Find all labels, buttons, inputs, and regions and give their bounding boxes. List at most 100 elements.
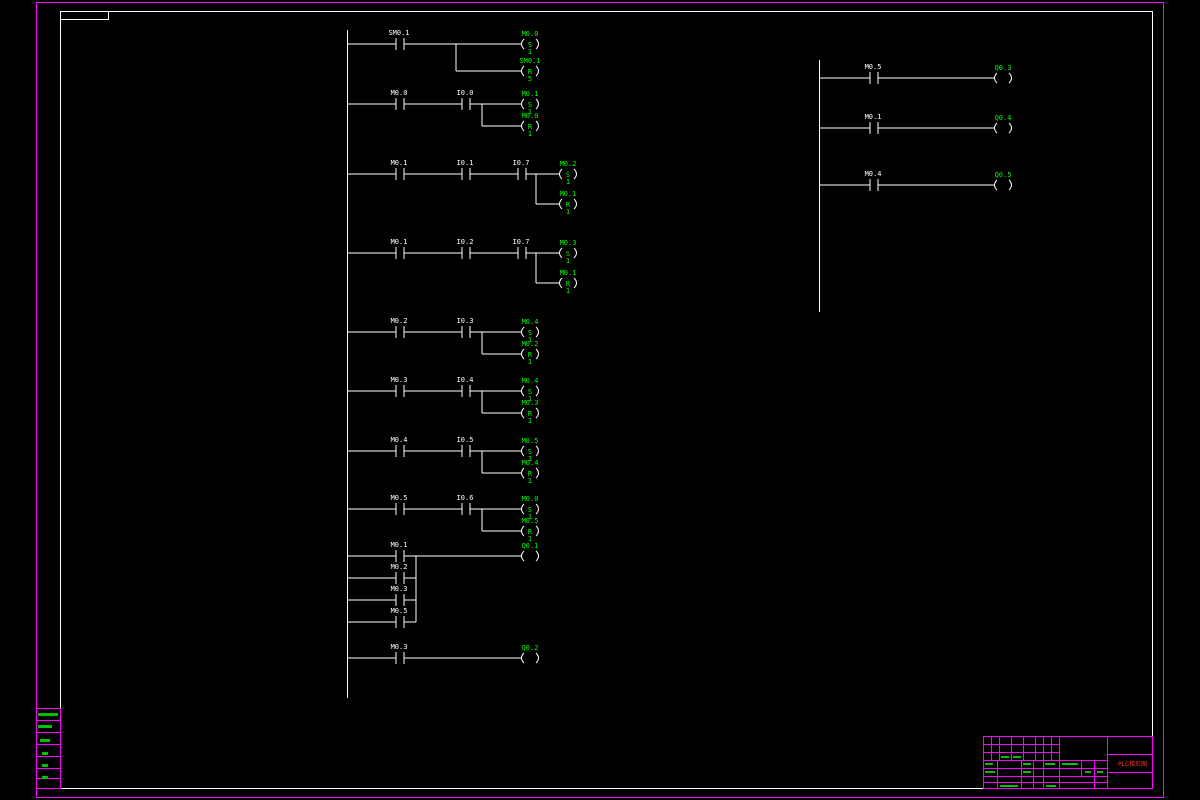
- coil-arc-left: [559, 277, 563, 289]
- coil-M0.1: [559, 277, 577, 289]
- coil-arc-right: [535, 348, 539, 360]
- coil-count: 1: [528, 130, 532, 138]
- coil-arc-left: [521, 652, 525, 664]
- coil-Q0.1: [521, 550, 539, 562]
- coil-arc-left: [521, 550, 525, 562]
- coil-arc-right: [535, 385, 539, 397]
- coil-arc-left: [521, 326, 525, 338]
- coil-arc-right: [535, 120, 539, 132]
- coil-arc-left: [559, 198, 563, 210]
- coil-count: 1: [566, 257, 570, 265]
- coil-address: M0.2: [560, 160, 577, 168]
- coil-M0.0: [521, 120, 539, 132]
- coil-count: 1: [528, 336, 532, 344]
- coil-arc-right: [573, 277, 577, 289]
- coil-type: S: [528, 448, 532, 456]
- inner-frame: [60, 11, 1153, 789]
- contact-label: M0.4: [865, 170, 882, 178]
- left-side-strip: [36, 708, 61, 789]
- coil-arc-right: [1008, 122, 1012, 134]
- coil-arc-left: [521, 385, 525, 397]
- coil-arc-left: [521, 503, 525, 515]
- contact-M0.2: [395, 326, 405, 338]
- coil-M0.4: [521, 467, 539, 479]
- contact-M0.1: [395, 247, 405, 259]
- contact-I0.0: [461, 98, 471, 110]
- coil-arc-right: [573, 168, 577, 180]
- coil-count: 1: [566, 287, 570, 295]
- coil-arc-left: [521, 407, 525, 419]
- coil-SM0.1: [521, 65, 539, 77]
- coil-arc-left: [559, 168, 563, 180]
- coil-M0.5: [521, 525, 539, 537]
- contact-label: M0.2: [391, 317, 408, 325]
- drawing-title: PLC梯形图: [1118, 760, 1147, 768]
- contact-label: M0.1: [865, 113, 882, 121]
- contact-label: M0.5: [865, 63, 882, 71]
- contact-M0.3: [395, 652, 405, 664]
- coil-address: M0.1: [560, 190, 577, 198]
- contact-label: M0.4: [391, 436, 408, 444]
- coil-count: 1: [566, 208, 570, 216]
- coil-arc-right: [535, 38, 539, 50]
- coil-type: R: [528, 123, 533, 131]
- contact-M0.3: [395, 594, 405, 606]
- coil-count: 1: [528, 477, 532, 485]
- coil-address: M0.5: [522, 437, 539, 445]
- coil-arc-right: [535, 445, 539, 457]
- contact-label: M0.3: [391, 585, 408, 593]
- contact-label: I0.4: [457, 376, 474, 384]
- coil-Q0.4: [994, 122, 1012, 134]
- coil-arc-left: [521, 120, 525, 132]
- coil-arc-left: [521, 525, 525, 537]
- contact-M0.5: [395, 616, 405, 628]
- contact-label: I0.0: [457, 89, 474, 97]
- coil-count: 1: [566, 178, 570, 186]
- coil-address: Q0.3: [995, 64, 1012, 72]
- coil-address: M0.5: [522, 517, 539, 525]
- contact-label: M0.5: [391, 494, 408, 502]
- coil-arc-right: [535, 652, 539, 664]
- contact-M0.3: [395, 385, 405, 397]
- contact-label: I0.6: [457, 494, 474, 502]
- coil-arc-right: [535, 98, 539, 110]
- coil-M0.2: [521, 348, 539, 360]
- coil-address: Q0.1: [522, 542, 539, 550]
- contact-label: M0.1: [391, 541, 408, 549]
- coil-M0.4: [521, 326, 539, 338]
- coil-address: M0.4: [522, 377, 539, 385]
- outer-frame: [36, 2, 1164, 798]
- coil-M0.3: [559, 247, 577, 259]
- coil-arc-right: [1008, 72, 1012, 84]
- coil-M0.5: [521, 445, 539, 457]
- contact-label: I0.7: [513, 159, 530, 167]
- coil-address: M0.4: [522, 318, 539, 326]
- coil-count: 1: [528, 417, 532, 425]
- contact-I0.4: [461, 385, 471, 397]
- coil-address: Q0.4: [995, 114, 1012, 122]
- corner-tag-box: [60, 11, 109, 20]
- coil-Q0.2: [521, 652, 539, 664]
- title-block: PLC梯形图: [983, 736, 1153, 789]
- coil-arc-left: [521, 467, 525, 479]
- contact-label: I0.5: [457, 436, 474, 444]
- contact-label: M0.3: [391, 643, 408, 651]
- coil-count: 1: [528, 513, 532, 521]
- coil-arc-left: [521, 445, 525, 457]
- contact-M0.1: [395, 168, 405, 180]
- coil-type: S: [528, 506, 532, 514]
- contact-label: I0.3: [457, 317, 474, 325]
- coil-type: S: [528, 101, 532, 109]
- coil-arc-left: [521, 65, 525, 77]
- coil-arc-right: [535, 407, 539, 419]
- coil-arc-right: [535, 326, 539, 338]
- coil-arc-right: [1008, 179, 1012, 191]
- coil-address: M0.0: [522, 30, 539, 38]
- contact-label: M0.1: [391, 238, 408, 246]
- coil-arc-right: [535, 65, 539, 77]
- coil-address: Q0.5: [995, 171, 1012, 179]
- contact-label: M0.2: [391, 563, 408, 571]
- coil-count: 1: [528, 358, 532, 366]
